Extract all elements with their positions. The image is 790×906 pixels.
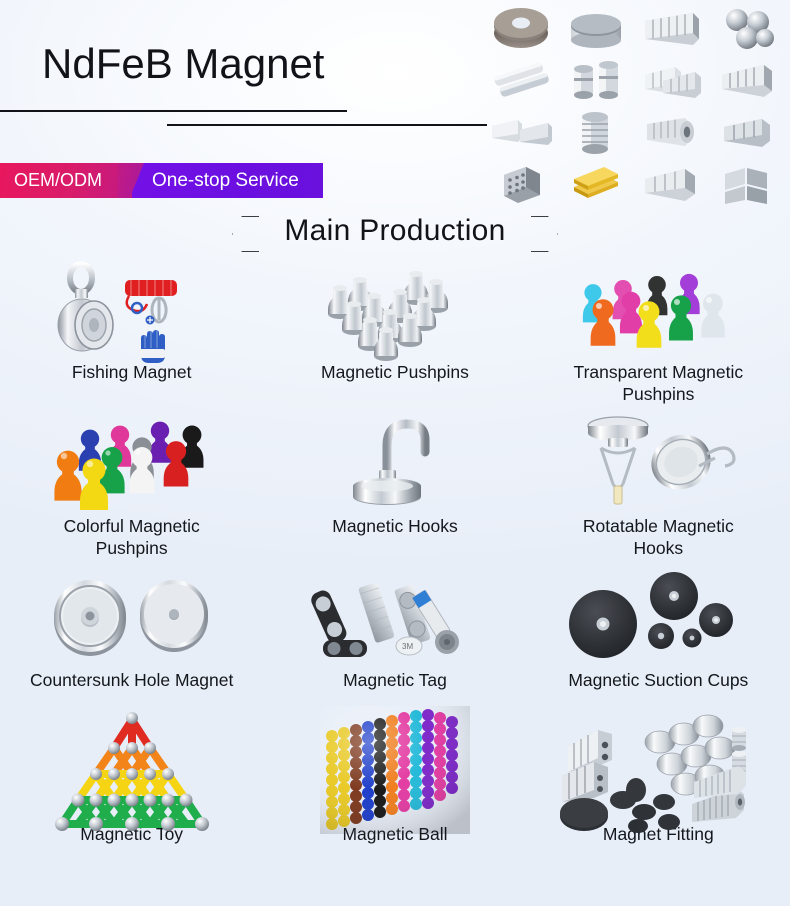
collage-block-magnet-wedge xyxy=(710,107,784,158)
badge-one-stop-service: One-stop Service xyxy=(118,163,323,198)
product-card-rotatable-hooks[interactable]: Rotatable Magnetic Hooks xyxy=(527,410,790,564)
collage-block-magnet-group xyxy=(635,56,709,107)
suction-cups-icon xyxy=(527,564,790,668)
product-card-magnetic-toy[interactable]: Magnetic Toy xyxy=(0,712,263,872)
collage-disc-magnet-large xyxy=(559,4,633,55)
product-label: Countersunk Hole Magnet xyxy=(30,670,234,690)
service-ribbon: OEM/ODM One-stop Service xyxy=(0,163,323,198)
collage-ring-magnet-stack xyxy=(484,4,558,55)
collage-ball-cube xyxy=(484,159,558,210)
magnetic-ball-icon xyxy=(263,706,526,834)
title-block: NdFeB Magnet xyxy=(0,40,487,126)
svg-text:3M: 3M xyxy=(402,642,413,651)
product-label: Magnetic Toy xyxy=(80,824,184,844)
magnetic-toy-icon xyxy=(0,712,263,831)
product-label: Colorful Magnetic Pushpins xyxy=(63,516,200,558)
product-label: Rotatable Magnetic Hooks xyxy=(582,516,734,558)
product-grid: Fishing Magnet xyxy=(0,256,790,872)
magnetic-pushpins-icon xyxy=(263,256,526,361)
product-card-magnetic-hook[interactable]: Magnetic Hooks xyxy=(263,410,526,564)
product-label: Magnetic Tag xyxy=(343,670,447,690)
transparent-pushpins-icon xyxy=(527,256,790,360)
collage-sphere-magnet-cluster xyxy=(710,4,784,55)
collage-block-magnet-long xyxy=(484,107,558,158)
collage-block-magnet-row xyxy=(635,4,709,55)
product-card-transparent-pushpins[interactable]: Transparent Magnetic Pushpins xyxy=(527,256,790,410)
title-rule-bottom xyxy=(167,124,487,126)
colorful-pushpins-icon xyxy=(0,410,263,514)
collage-block-magnet-fan xyxy=(710,56,784,107)
collage-cylinder-magnet-pair xyxy=(559,56,633,107)
collage-cylinder-ribbed xyxy=(559,107,633,158)
page-title: NdFeB Magnet xyxy=(42,40,325,87)
product-card-magnetic-pushpins[interactable]: Magnetic Pushpins xyxy=(263,256,526,410)
collage-block-magnet-bundle xyxy=(635,159,709,210)
header: NdFeB Magnet OEM/ODM One-stop Service xyxy=(0,0,790,210)
collage-cube-quad xyxy=(710,159,784,210)
badge-service-label: One-stop Service xyxy=(152,169,299,191)
title-rule-top xyxy=(0,110,347,112)
product-card-suction-cups[interactable]: Magnetic Suction Cups xyxy=(527,564,790,718)
product-card-colorful-pushpins[interactable]: Colorful Magnetic Pushpins xyxy=(0,410,263,564)
rotatable-hooks-icon xyxy=(527,410,790,514)
product-label: Magnetic Pushpins xyxy=(321,362,469,382)
magnet-fitting-icon xyxy=(527,714,790,833)
product-card-magnetic-tag[interactable]: 3M Magnetic Tag xyxy=(263,564,526,718)
product-label: Magnetic Hooks xyxy=(332,516,458,536)
product-label: Transparent Magnetic Pushpins xyxy=(573,362,744,404)
product-label: Fishing Magnet xyxy=(71,362,192,382)
fishing-magnet-icon xyxy=(0,256,263,363)
product-card-countersunk-magnet[interactable]: Countersunk Hole Magnet xyxy=(0,564,263,718)
product-card-magnet-fitting[interactable]: Magnet Fitting xyxy=(527,714,790,872)
badge-oem-label: OEM/ODM xyxy=(14,170,102,190)
header-magnet-collage xyxy=(484,4,784,209)
magnetic-hook-icon xyxy=(263,410,526,514)
countersunk-magnet-icon xyxy=(0,564,263,668)
product-card-magnetic-ball[interactable]: Magnetic Ball xyxy=(263,706,526,872)
magnetic-tag-icon: 3M xyxy=(263,564,526,668)
product-card-fishing-magnet[interactable]: Fishing Magnet xyxy=(0,256,263,410)
product-label: Magnetic Suction Cups xyxy=(568,670,749,690)
collage-ring-magnet-hole xyxy=(635,107,709,158)
section-title: Main Production xyxy=(232,212,557,252)
collage-bar-magnet-pair xyxy=(484,56,558,107)
collage-gold-block-stack xyxy=(559,159,633,210)
section-title-container: Main Production xyxy=(0,212,790,252)
badge-oem-odm: OEM/ODM xyxy=(0,163,132,198)
